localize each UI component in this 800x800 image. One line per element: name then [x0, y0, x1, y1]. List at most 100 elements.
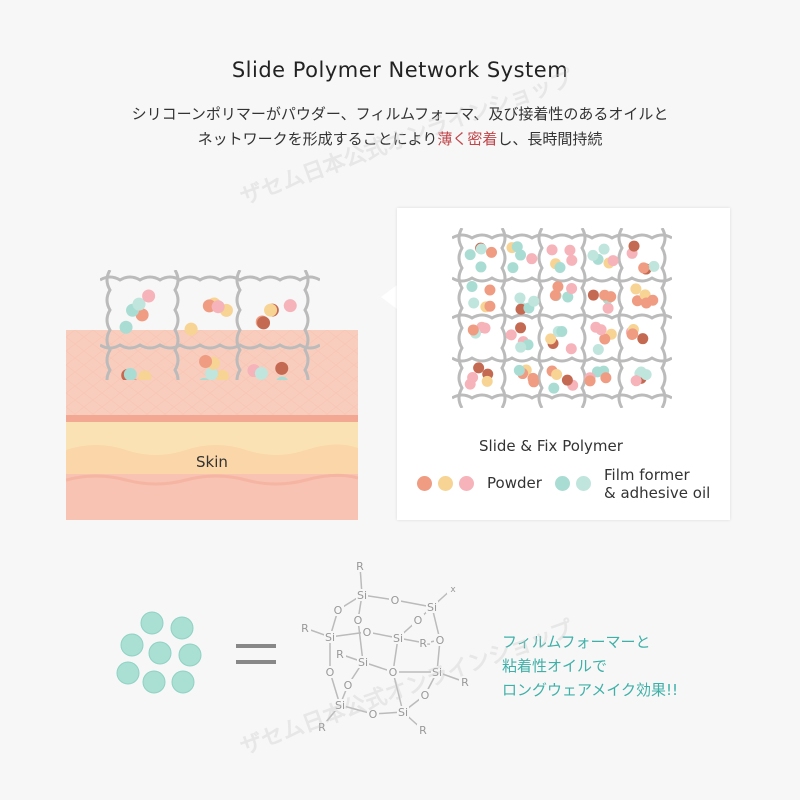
atom-label: O: [414, 614, 423, 627]
polymer-strand: [452, 233, 672, 240]
polymer-strand: [660, 228, 667, 408]
particle: [481, 375, 493, 387]
bond: [392, 671, 404, 713]
atom-bg: [357, 656, 369, 668]
polymer-strand: [235, 270, 242, 380]
particle: [587, 249, 599, 261]
atom-label: x: [450, 585, 456, 595]
polymer-strand: [452, 276, 672, 283]
atom-bg: [324, 631, 336, 643]
film-dot-icon: [555, 476, 570, 491]
polymer-strand: [452, 313, 672, 320]
particle: [628, 240, 640, 252]
atom-bg: [352, 614, 364, 626]
atom-label: Si: [432, 666, 442, 679]
atom-bg: [426, 601, 438, 613]
atom-bg: [342, 679, 354, 691]
atom-label: R: [419, 724, 427, 737]
atom-bg: [361, 626, 373, 638]
legend-film: Film former & adhesive oil: [604, 466, 710, 502]
particle: [211, 300, 225, 314]
atom-bg: [387, 666, 399, 678]
particle: [631, 295, 643, 307]
atom-label: R: [336, 648, 344, 661]
particle: [507, 262, 519, 274]
particle: [473, 362, 485, 374]
particle: [119, 320, 133, 334]
teal-particle-cluster: [116, 611, 202, 694]
description: シリコーンポリマーがパウダー、フィルムフォーマ、及び接着性のあるオイルと ネット…: [0, 102, 800, 152]
particle: [257, 316, 271, 330]
atom-bg: [434, 634, 446, 646]
particle: [467, 324, 479, 336]
particle: [505, 329, 517, 341]
page-title: Slide Polymer Network System: [231, 58, 569, 82]
atom-label: O: [354, 614, 363, 627]
atom-label: Si: [398, 706, 408, 719]
polymer-strand: [457, 228, 464, 408]
particle: [566, 254, 578, 266]
particle: [138, 370, 152, 380]
atom-label: O: [391, 594, 400, 607]
particle: [199, 355, 213, 369]
bond: [329, 631, 368, 638]
particle: [264, 303, 278, 317]
powder-dot-icon: [459, 476, 474, 491]
effect-line-1: フィルムフォーマーと: [502, 633, 651, 651]
particle: [526, 253, 538, 265]
particle: [123, 367, 137, 380]
particle: [275, 361, 289, 375]
particle: [464, 378, 476, 390]
particle: [564, 244, 576, 256]
particle: [554, 261, 566, 273]
legend-powder: Powder: [487, 474, 542, 492]
particle: [215, 369, 229, 380]
atom-label: O: [389, 666, 398, 679]
bond: [357, 619, 364, 663]
polymer-strand: [100, 275, 320, 282]
skin-polymer-network: [100, 270, 320, 380]
atom-bg: [389, 594, 401, 606]
particle: [549, 289, 561, 301]
atom-bg: [419, 637, 431, 649]
panel-title: Slide & Fix Polymer: [479, 437, 623, 455]
particle: [635, 366, 647, 378]
atom-bg: [332, 604, 344, 616]
particle: [587, 289, 599, 301]
particle: [254, 366, 268, 380]
atom-label: O: [334, 604, 343, 617]
particle: [598, 243, 610, 255]
particle: [584, 375, 596, 387]
particle: [475, 243, 487, 255]
atom-label: Si: [335, 699, 345, 712]
particle: [638, 262, 650, 274]
particle: [630, 283, 642, 295]
description-line-1: シリコーンポリマーがパウダー、フィルムフォーマ、及び接着性のあるオイルと: [131, 105, 669, 123]
particle: [602, 302, 614, 314]
polymer-strand: [537, 228, 544, 408]
atom-label: O: [421, 689, 430, 702]
atom-bg: [412, 614, 424, 626]
particle: [464, 249, 476, 261]
particle: [600, 372, 612, 384]
atom-label: Si: [393, 632, 403, 645]
particle: [552, 281, 564, 293]
polymer-strand: [452, 393, 672, 400]
particle: [513, 364, 525, 376]
particle: [648, 260, 660, 272]
polymer-strand: [105, 270, 112, 380]
film-dot-icon: [576, 476, 591, 491]
atom-bg: [431, 666, 443, 678]
atom-label: Si: [427, 601, 437, 614]
particle: [515, 249, 527, 261]
particle: [637, 333, 649, 345]
atom-bg: [334, 648, 346, 660]
powder-dot-icon: [438, 476, 453, 491]
polymer-strand: [173, 270, 180, 380]
particle: [276, 376, 288, 380]
particle: [205, 367, 219, 380]
callout-arrow: [381, 285, 397, 309]
particle: [527, 372, 539, 384]
atom-bg: [324, 666, 336, 678]
